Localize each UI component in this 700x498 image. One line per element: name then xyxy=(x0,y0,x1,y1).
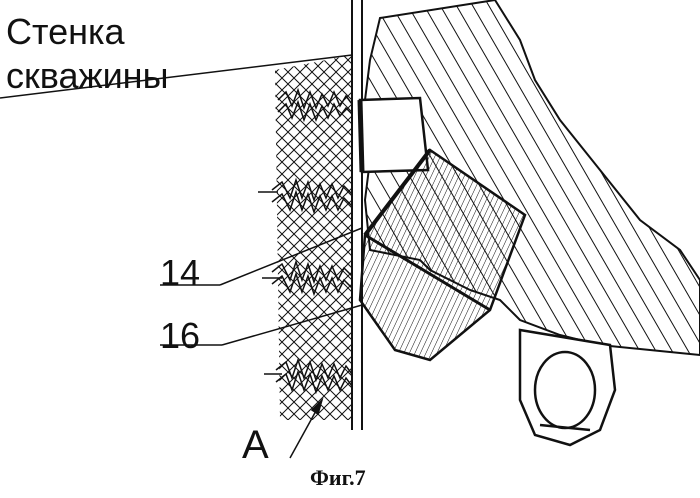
reference-14: 14 xyxy=(160,255,200,291)
figure-caption: Фиг.7 xyxy=(310,467,366,489)
borehole-wall-line xyxy=(352,0,362,430)
wall-label-line1: Стенка xyxy=(6,14,125,50)
lower-cutter xyxy=(520,330,615,445)
wall-label-line2: скважины xyxy=(6,58,168,94)
view-label-a: А xyxy=(242,425,269,465)
upper-cutter xyxy=(360,98,428,172)
reference-16: 16 xyxy=(160,318,200,354)
